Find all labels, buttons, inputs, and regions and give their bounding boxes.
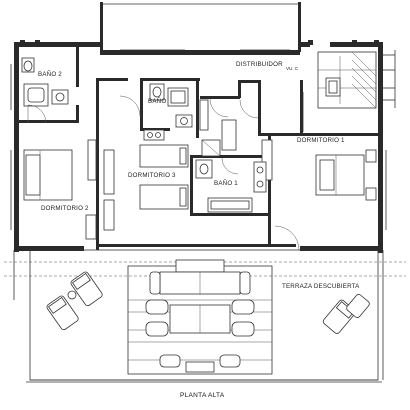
bathroom-2-fixtures (21, 57, 69, 124)
label-bano-2: BAÑO 2 (38, 71, 62, 78)
small-bathroom-fixtures (119, 83, 193, 141)
bedroom-1-furniture (261, 92, 377, 251)
terrace (4, 249, 406, 383)
plan-title: PLANTA ALTA (180, 392, 225, 399)
label-dormitorio-2: DORMITORIO 2 (41, 205, 89, 212)
bathroom-1-fixtures (195, 157, 267, 213)
bedroom-3-furniture (103, 144, 189, 231)
bedroom-2-furniture (23, 139, 97, 240)
label-bano-1: BAÑO 1 (214, 180, 238, 187)
exterior-walls (14, 2, 383, 253)
interior-walls (19, 47, 378, 250)
label-terraza: TERRAZA DESCUBIERTA (282, 283, 360, 290)
label-dormitorio-1: DORMITORIO 1 (297, 137, 345, 144)
label-dormitorio-3: DORMITORIO 3 (128, 172, 176, 179)
label-bano: BAÑO (148, 98, 166, 105)
label-distribuidor: DISTRIBUIDOR (236, 61, 283, 68)
stair (317, 50, 396, 109)
windows (10, 49, 387, 230)
corridor-details (199, 98, 259, 157)
wall-markers (20, 40, 379, 45)
label-vu-c: VU. C (286, 66, 299, 71)
